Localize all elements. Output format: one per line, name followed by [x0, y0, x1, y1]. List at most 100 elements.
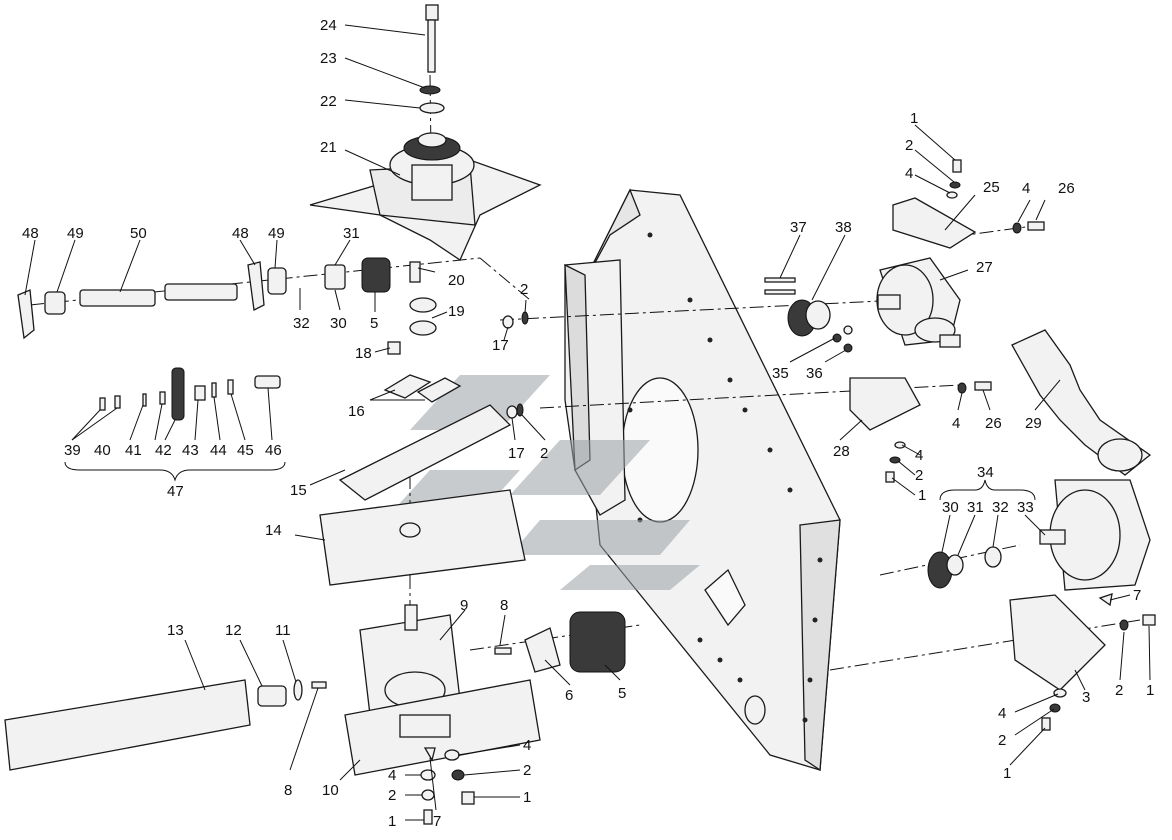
label-23: 23: [320, 50, 337, 67]
label-9: 9: [460, 597, 468, 614]
label-50: 50: [130, 225, 147, 242]
label-28: 28: [833, 443, 850, 460]
label-32-right: 32: [992, 499, 1009, 516]
label-10: 10: [322, 782, 339, 799]
guard-tube-14: [319, 489, 526, 586]
label-21: 21: [320, 139, 337, 156]
label-39: 39: [64, 442, 81, 459]
label-11: 11: [275, 622, 291, 639]
label-4-bottom-left: 4: [388, 767, 396, 784]
label-4-lower-right: 4: [998, 705, 1006, 722]
label-1-lower-right: 1: [1003, 765, 1011, 782]
label-2-bottom-left: 2: [388, 787, 396, 804]
label-4-top-right: 4: [905, 165, 913, 182]
label-25: 25: [983, 179, 1000, 196]
label-13: 13: [167, 622, 184, 639]
label-2-mid-lower: 2: [915, 467, 923, 484]
label-48-right: 48: [232, 225, 249, 242]
label-29: 29: [1025, 415, 1042, 432]
bearing-49-right: [267, 267, 287, 295]
label-45: 45: [237, 442, 254, 459]
clamp-plates-16: [383, 374, 462, 403]
label-3: 3: [1082, 689, 1090, 706]
bearing-49-left: [44, 291, 66, 315]
bolt-1-right: [1142, 614, 1156, 626]
label-27: 27: [976, 259, 993, 276]
label-16: 16: [348, 403, 365, 420]
label-32-top: 32: [293, 315, 310, 332]
label-46: 46: [265, 442, 282, 459]
gearbox-33: [1039, 479, 1151, 591]
hub-31-right: [946, 554, 964, 576]
label-4-upper-right: 4: [1022, 180, 1030, 197]
mount-plate-10: [344, 679, 541, 776]
label-43: 43: [182, 442, 199, 459]
cover-plate-15: [338, 404, 512, 501]
bolt-18: [387, 341, 401, 355]
label-2-top-right: 2: [905, 137, 913, 154]
gearbox-9: [359, 604, 461, 716]
bearing-48-left: [17, 289, 35, 340]
label-2-mid: 2: [540, 445, 548, 462]
label-8-right: 8: [500, 597, 508, 614]
label-47: 47: [167, 483, 184, 500]
bolt-24: [425, 4, 439, 73]
label-33: 33: [1017, 499, 1034, 516]
pto-shaft-29: [1011, 329, 1152, 476]
label-42: 42: [155, 442, 172, 459]
label-2-right: 2: [1115, 682, 1123, 699]
sprocket-38: [787, 299, 831, 337]
nut-17-top: [502, 315, 514, 329]
key-20: [409, 261, 421, 283]
label-20: 20: [448, 272, 465, 289]
label-31-right: 31: [967, 499, 984, 516]
key-8-left: [311, 681, 327, 689]
label-24: 24: [320, 17, 337, 34]
label-17-mid: 17: [508, 445, 525, 462]
label-4-mid-lower: 4: [915, 447, 923, 464]
label-34: 34: [977, 464, 994, 481]
key-8-right: [494, 647, 512, 655]
washer-22: [419, 102, 445, 114]
ring-32-right: [984, 546, 1002, 568]
coupler-12: [257, 685, 287, 707]
label-19: 19: [448, 303, 465, 320]
leader-lines: [24, 24, 1151, 821]
nuts-35-36: [832, 325, 853, 353]
label-49-left: 49: [67, 225, 84, 242]
bolt-26-mid: [974, 381, 992, 391]
bracket-25: [892, 197, 977, 249]
label-2-lower-right: 2: [998, 732, 1006, 749]
label-36: 36: [806, 365, 823, 382]
label-30-top: 30: [330, 315, 347, 332]
label-49-right: 49: [268, 225, 285, 242]
washer-2-top: [521, 311, 529, 325]
double-sprocket-5-bottom: [569, 611, 626, 673]
label-1-mid-lower: 1: [918, 487, 926, 504]
tube-13: [4, 679, 251, 771]
studs-37: [764, 277, 796, 295]
label-22: 22: [320, 93, 337, 110]
part-number-labels: 24 23 22 21 48 49 50 48 49 31 20 19 18 1…: [22, 17, 1154, 830]
label-7-right: 7: [1133, 587, 1141, 604]
label-5-bottom: 5: [618, 685, 626, 702]
nut-top-4: [946, 191, 958, 199]
label-5-top: 5: [370, 315, 378, 332]
washer-top-2: [949, 181, 961, 189]
label-35: 35: [772, 365, 789, 382]
label-1-bottom-right: 1: [523, 789, 531, 806]
label-15: 15: [290, 482, 307, 499]
label-18: 18: [355, 345, 372, 362]
label-4-bottom-right: 4: [523, 737, 531, 754]
label-48-left: 48: [22, 225, 39, 242]
label-7-bottom: 7: [433, 813, 441, 830]
label-44: 44: [210, 442, 227, 459]
seal-11: [293, 679, 303, 701]
label-17-top: 17: [492, 337, 509, 354]
label-26-top: 26: [1058, 180, 1075, 197]
label-41: 41: [125, 442, 142, 459]
label-2-top: 2: [520, 281, 528, 298]
shaft-50: [79, 283, 238, 307]
